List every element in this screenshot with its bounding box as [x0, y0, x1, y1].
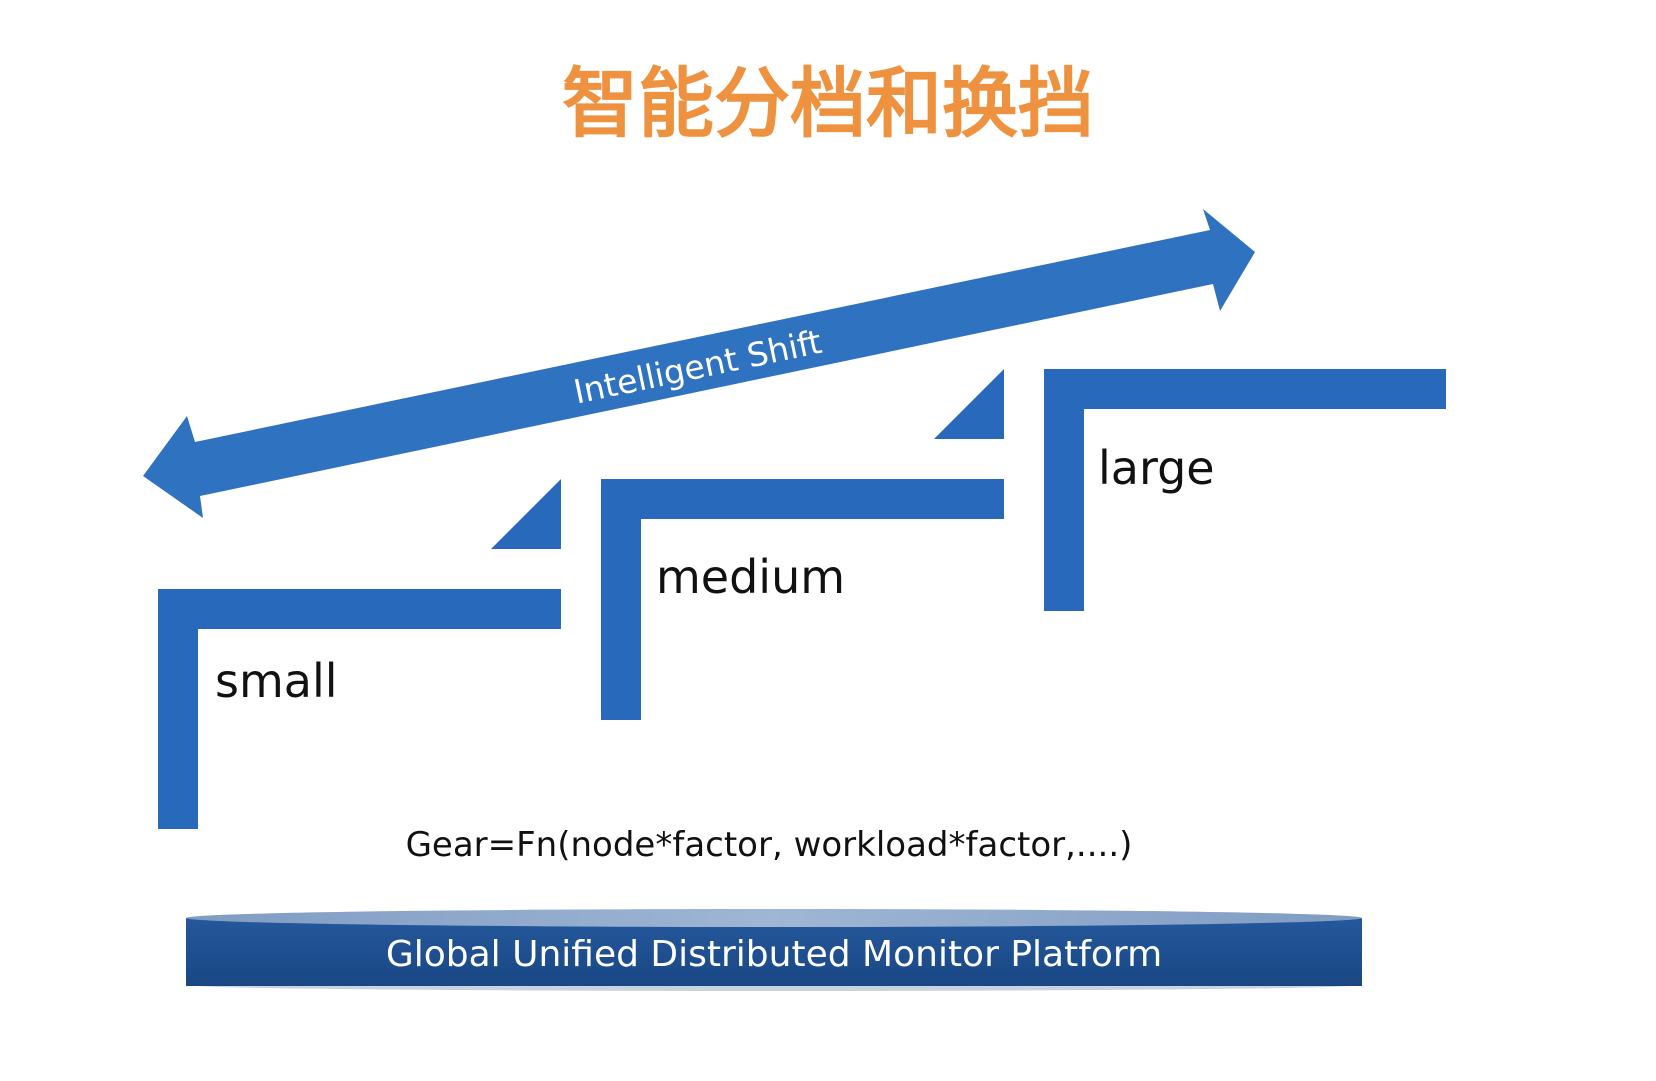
platform-label: Global Unified Distributed Monitor Platf…	[386, 934, 1162, 975]
step-medium: medium	[601, 479, 1004, 720]
step-small: small	[158, 589, 561, 829]
platform-base: Global Unified Distributed Monitor Platf…	[186, 909, 1362, 991]
intelligent-shift-label: Intelligent Shift	[570, 322, 825, 412]
step-label-medium: medium	[656, 550, 845, 604]
page-title: 智能分档和换挡	[562, 59, 1094, 148]
gear-formula: Gear=Fn(node*factor, workload*factor,...…	[406, 825, 1133, 865]
double-headed-arrow-icon: Intelligent Shift	[143, 209, 1255, 518]
step-connector-triangle	[934, 369, 1004, 439]
step-large: large	[1044, 369, 1446, 611]
step-connector-triangle	[491, 479, 561, 549]
step-label-large: large	[1098, 441, 1215, 495]
step-label-small: small	[215, 654, 338, 708]
